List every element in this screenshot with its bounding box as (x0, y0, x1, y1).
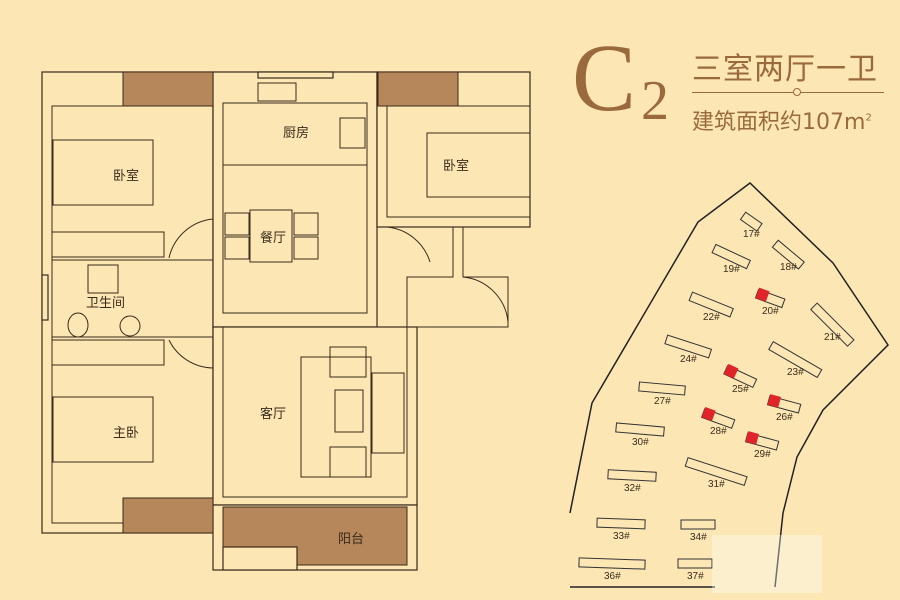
windows (41, 71, 459, 571)
area-unit: m (844, 110, 866, 135)
highlighted-unit (745, 431, 759, 445)
building-27: 27# (638, 381, 686, 407)
washer (87, 264, 119, 294)
building-20: 20# (754, 287, 786, 317)
building-label: 17# (743, 229, 760, 240)
room-labels: 厨房 卧室 卧室 餐厅 卫生间 客厅 主卧 阳台 (86, 125, 469, 547)
building-outline (596, 517, 646, 530)
building-18: 18# (771, 239, 805, 273)
building-label: 33# (613, 531, 630, 542)
highlighted-unit (723, 363, 739, 379)
coffee-table (334, 389, 364, 433)
label-dining: 餐厅 (260, 230, 286, 246)
building-label: 27# (654, 396, 671, 407)
building-32: 32# (607, 469, 657, 494)
building-37: 37# (677, 558, 713, 582)
building-23: 23# (768, 340, 823, 379)
area-text: 建筑面积约107m2 (692, 104, 872, 136)
building-outline (677, 558, 713, 569)
label-living: 客厅 (260, 406, 286, 422)
building-label: 24# (680, 354, 697, 365)
label-bathroom: 卫生间 (86, 296, 125, 311)
area-unit-sup: 2 (865, 112, 872, 124)
walls (41, 71, 531, 571)
building-label: 34# (690, 532, 707, 543)
wardrobe-top (51, 231, 165, 258)
divider-dot (793, 88, 801, 96)
building-label: 26# (776, 412, 793, 423)
building-outline (578, 557, 646, 570)
building-22: 22# (688, 291, 734, 323)
building-outline (680, 519, 716, 530)
building-outline (688, 291, 734, 318)
layout-type: 三室两厅一卫 (692, 52, 878, 87)
wardrobe-bottom (51, 339, 165, 366)
furniture (51, 82, 531, 478)
basin (119, 315, 141, 337)
unit-number: 2 (641, 70, 669, 132)
building-label: 30# (632, 437, 649, 448)
building-label: 31# (708, 479, 725, 490)
bed-right (426, 132, 531, 198)
area-label: 建筑面积约 (692, 110, 803, 135)
building-25: 25# (723, 363, 758, 395)
bed-master (52, 396, 154, 463)
highlighted-unit (755, 287, 770, 302)
unit-letter: C (572, 24, 637, 131)
building-outline (711, 243, 751, 270)
building-outline (638, 381, 686, 396)
building-28: 28# (700, 406, 736, 437)
building-26: 26# (766, 394, 802, 423)
building-24: 24# (664, 334, 713, 365)
building-label: 29# (754, 449, 771, 460)
area-value: 107 (802, 110, 845, 135)
building-label: 20# (762, 306, 779, 317)
stove (339, 117, 366, 149)
site-map: 17# 18# 19# 20# 21# 22# 23# 24# 25# 26# 27# 28# 29# 3… (569, 182, 889, 593)
building-label: 32# (624, 483, 641, 494)
building-outline (810, 302, 855, 347)
divider (692, 92, 884, 93)
building-outline (664, 334, 713, 359)
sink (257, 82, 297, 102)
building-label: 19# (723, 264, 740, 275)
building-label: 18# (780, 262, 797, 273)
building-label: 36# (604, 571, 621, 582)
building-outline (684, 457, 748, 487)
building-36: 36# (578, 557, 646, 582)
label-bedroom-left: 卧室 (113, 168, 139, 184)
label-balcony: 阳台 (338, 532, 364, 547)
highlighted-unit (701, 406, 716, 422)
highlighted-unit (767, 394, 781, 408)
building-label: 23# (787, 367, 804, 378)
building-outline (771, 239, 805, 270)
building-17: 17# (739, 211, 763, 240)
building-label: 22# (703, 312, 720, 323)
building-29: 29# (744, 431, 780, 460)
building-34: 34# (680, 519, 716, 543)
toilet (67, 312, 89, 338)
building-30: 30# (615, 422, 665, 448)
building-label: 37# (687, 571, 704, 582)
building-outline (768, 340, 823, 379)
label-bedroom-right: 卧室 (443, 158, 469, 174)
building-outline (615, 422, 665, 437)
building-label: 28# (710, 426, 727, 437)
building-21: 21# (810, 302, 855, 347)
building-outline (739, 211, 763, 232)
building-31: 31# (684, 457, 748, 490)
label-kitchen: 厨房 (283, 125, 309, 141)
bed-left (52, 139, 154, 206)
building-outline (607, 469, 657, 482)
building-label: 21# (824, 332, 841, 343)
building-33: 33# (596, 517, 646, 542)
label-master-bedroom: 主卧 (113, 426, 139, 441)
watermark-overlay (712, 535, 822, 593)
building-19: 19# (711, 243, 751, 275)
dining-table (249, 209, 293, 263)
sofa (371, 372, 405, 454)
building-label: 25# (732, 384, 749, 395)
